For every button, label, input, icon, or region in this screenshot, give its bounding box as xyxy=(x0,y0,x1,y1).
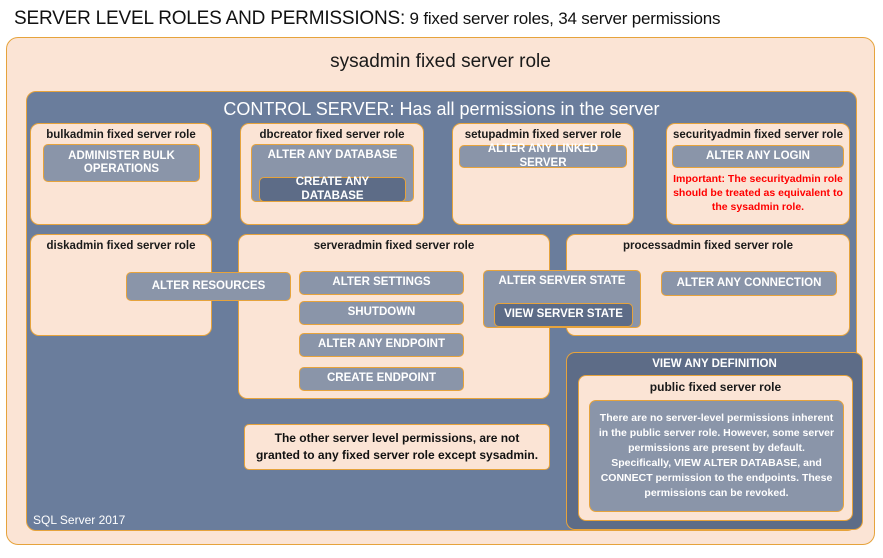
permission-create-endpoint: CREATE ENDPOINT xyxy=(299,367,464,391)
role-card-diskadmin: diskadmin fixed server role xyxy=(30,234,212,336)
role-card-public: public fixed server role There are no se… xyxy=(578,375,853,521)
permission-alter-any-database-label: ALTER ANY DATABASE xyxy=(267,149,398,161)
permission-create-any-database: CREATE ANY DATABASE xyxy=(259,176,406,202)
role-label-securityadmin: securityadmin fixed server role xyxy=(672,129,844,141)
role-label-dbcreator: dbcreator fixed server role xyxy=(259,129,405,141)
page-title: SERVER LEVEL ROLES AND PERMISSIONS: 9 fi… xyxy=(14,8,720,30)
control-server-label: CONTROL SERVER: Has all permissions in t… xyxy=(223,99,660,119)
other-permissions-note: The other server level permissions, are … xyxy=(244,424,550,470)
role-label-setupadmin: setupadmin fixed server role xyxy=(464,129,622,141)
permission-view-server-state: VIEW SERVER STATE xyxy=(494,303,633,327)
sysadmin-role-label: sysadmin fixed server role xyxy=(330,51,551,72)
role-card-setupadmin: setupadmin fixed server role xyxy=(452,123,634,225)
role-card-securityadmin: securityadmin fixed server role xyxy=(666,123,850,225)
public-role-description: There are no server-level permissions in… xyxy=(589,400,844,512)
page-title-subtitle: 9 fixed server roles, 34 server permissi… xyxy=(409,9,721,28)
permission-alter-any-linked-server: ALTER ANY LINKED SERVER xyxy=(459,143,627,169)
permission-alter-resources: ALTER RESOURCES xyxy=(126,272,291,301)
permission-shutdown: SHUTDOWN xyxy=(299,301,464,325)
role-label-public: public fixed server role xyxy=(649,380,782,394)
permission-view-any-definition-label: VIEW ANY DEFINITION xyxy=(652,358,777,370)
permission-alter-any-endpoint: ALTER ANY ENDPOINT xyxy=(299,333,464,357)
role-label-bulkadmin: bulkadmin fixed server role xyxy=(46,129,196,141)
role-label-diskadmin: diskadmin fixed server role xyxy=(46,240,196,252)
role-label-serveradmin: serveradmin fixed server role xyxy=(313,240,475,252)
role-label-processadmin: processadmin fixed server role xyxy=(622,240,794,252)
permission-alter-server-state-label: ALTER SERVER STATE xyxy=(498,275,626,287)
footer-version-label: SQL Server 2017 xyxy=(33,513,126,527)
permission-alter-any-connection: ALTER ANY CONNECTION xyxy=(661,271,837,296)
permission-alter-settings: ALTER SETTINGS xyxy=(299,271,464,295)
page-title-main: SERVER LEVEL ROLES AND PERMISSIONS: xyxy=(14,8,406,29)
securityadmin-warning-text: Important: The securityadmin role should… xyxy=(673,173,843,214)
permission-alter-any-login: ALTER ANY LOGIN xyxy=(672,145,844,168)
permission-view-any-definition-container: VIEW ANY DEFINITION public fixed server … xyxy=(566,352,863,530)
permission-administer-bulk-operations: ADMINISTER BULK OPERATIONS xyxy=(43,144,200,182)
